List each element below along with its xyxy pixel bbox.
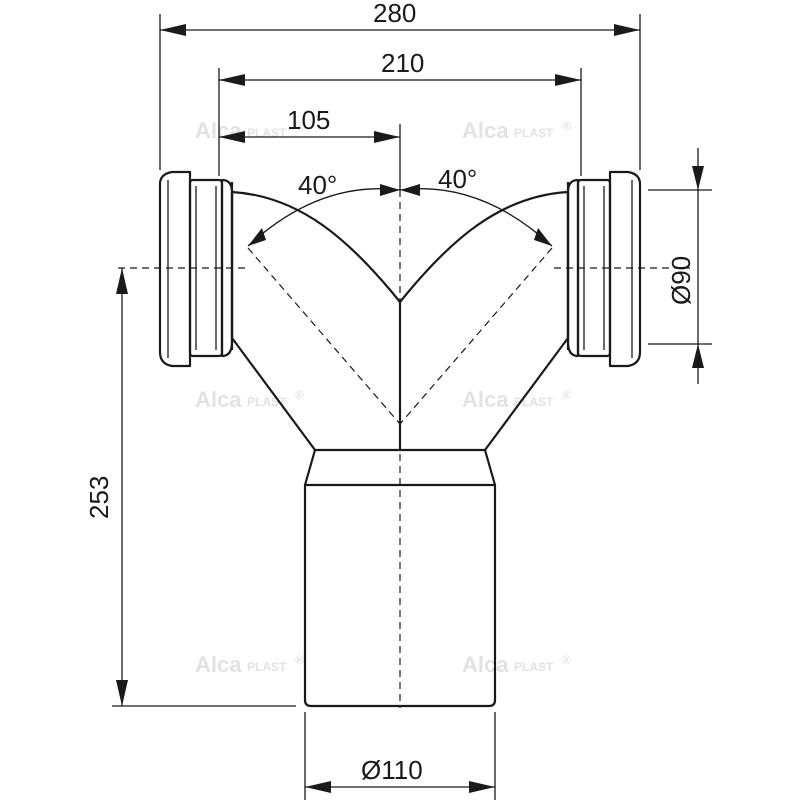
right-branch-axis xyxy=(399,247,553,425)
left-socket-seal xyxy=(158,170,192,368)
outlet-pipe xyxy=(303,485,497,708)
svg-text:PLAST: PLAST xyxy=(247,126,287,140)
overall-width-label: 280 xyxy=(373,0,416,28)
inlet-diameter-label: Ø90 xyxy=(666,256,696,305)
dimension-105: 105 xyxy=(219,105,401,190)
watermark-logos: Alca PLAST ® Alca PLAST ® Alca PLAST ® A… xyxy=(195,118,571,677)
svg-text:Alca: Alca xyxy=(195,652,242,677)
outlet-diameter-label: Ø110 xyxy=(361,755,423,785)
svg-text:®: ® xyxy=(295,388,304,402)
half-span-label: 105 xyxy=(287,105,330,135)
body-outline xyxy=(230,190,570,452)
svg-text:Alca: Alca xyxy=(195,387,242,412)
left-branch-axis xyxy=(247,247,401,425)
svg-text:Alca: Alca xyxy=(462,118,509,143)
dimension-210: 210 xyxy=(218,48,582,176)
dimension-d110: Ø110 xyxy=(304,712,496,800)
svg-text:PLAST: PLAST xyxy=(247,395,287,409)
height-label: 253 xyxy=(84,476,114,519)
left-socket xyxy=(158,170,234,368)
svg-text:®: ® xyxy=(562,653,571,667)
svg-text:Alca: Alca xyxy=(462,652,509,677)
dimension-d90: Ø90 xyxy=(648,148,712,384)
dimension-280: 280 xyxy=(159,0,641,170)
right-socket xyxy=(566,170,642,368)
inlet-span-label: 210 xyxy=(381,48,424,78)
watermark-middle-left: Alca PLAST ® xyxy=(195,387,304,412)
svg-text:PLAST: PLAST xyxy=(514,126,554,140)
angle-dimension: 40° 40° xyxy=(247,164,553,247)
right-socket-seal xyxy=(608,170,642,368)
fitting-body xyxy=(230,190,570,708)
svg-text:®: ® xyxy=(562,119,571,133)
svg-text:®: ® xyxy=(295,119,304,133)
outlet-taper xyxy=(303,449,497,487)
svg-text:Alca: Alca xyxy=(462,387,509,412)
right-angle-label: 40° xyxy=(438,164,477,194)
svg-text:PLAST: PLAST xyxy=(514,660,554,674)
dimension-253: 253 xyxy=(84,268,296,707)
watermark-bottom-left: Alca PLAST ® xyxy=(195,652,304,677)
left-angle-label: 40° xyxy=(298,170,337,200)
watermark-top-right: Alca PLAST ® xyxy=(462,118,571,143)
svg-text:PLAST: PLAST xyxy=(247,660,287,674)
svg-text:®: ® xyxy=(295,653,304,667)
watermark-bottom-right: Alca PLAST ® xyxy=(462,652,571,677)
svg-text:®: ® xyxy=(562,388,571,402)
